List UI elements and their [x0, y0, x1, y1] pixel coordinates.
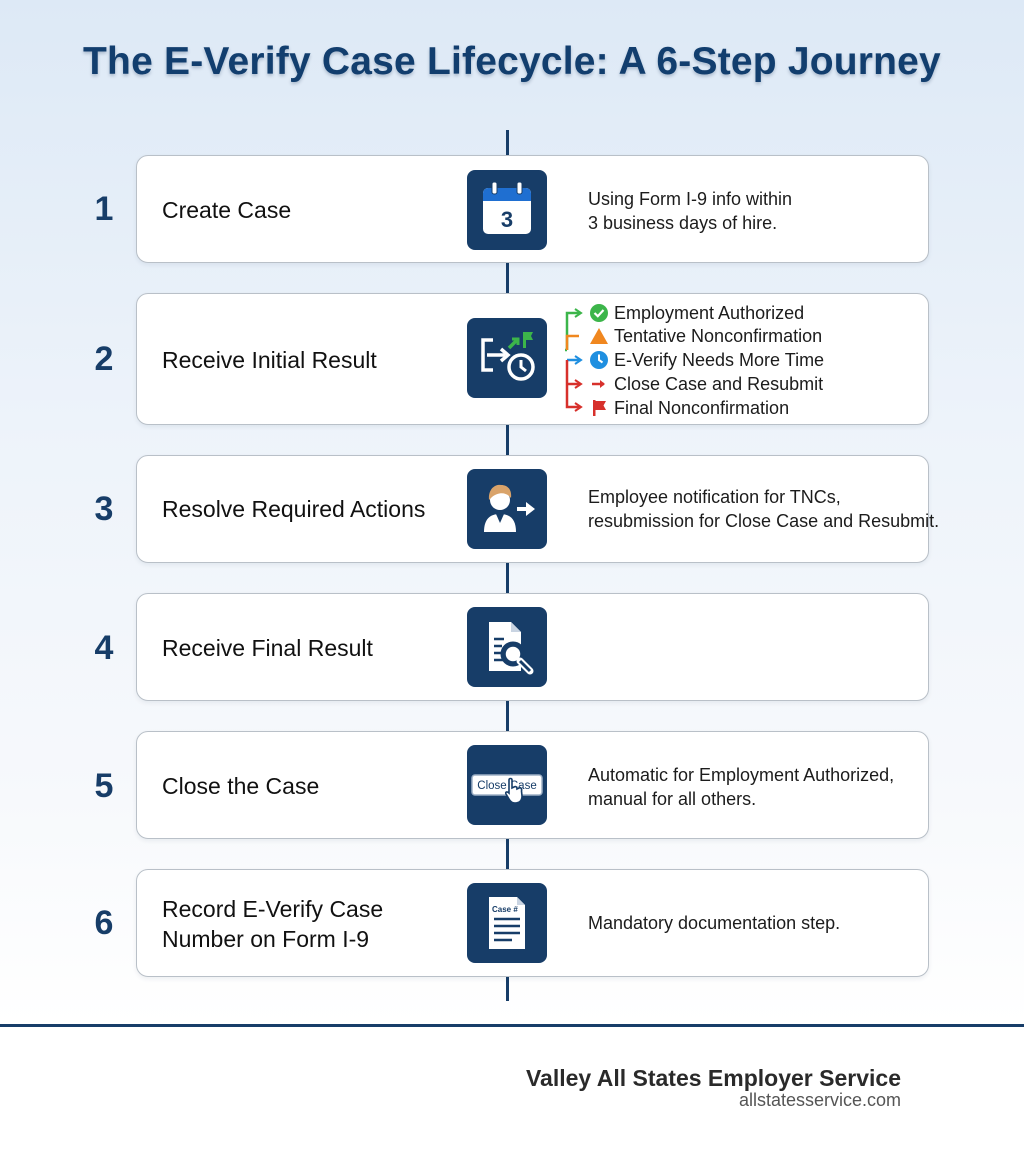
step-desc-5-line-1: Automatic for Employment Authorized,: [588, 765, 895, 785]
footer-divider: [0, 1024, 1024, 1027]
clock-icon: [590, 351, 608, 369]
step-number-5: 5: [94, 767, 114, 805]
step-number-2: 2: [94, 340, 114, 378]
timeline-line: [506, 130, 509, 1001]
step-title-3: Resolve Required Actions: [162, 496, 426, 522]
step-number-3: 3: [94, 490, 114, 528]
step-title-5: Close the Case: [162, 773, 320, 799]
step-desc-3-line-1: Employee notification for TNCs,: [588, 487, 841, 507]
step-title-1: Create Case: [162, 197, 292, 223]
step-desc-1-line-1: Using Form I-9 info within: [588, 189, 793, 209]
step-title-6: Record E-Verify Case Number on Form I-9: [162, 894, 383, 954]
step-desc-5: Automatic for Employment Authorized, man…: [588, 763, 894, 811]
flag-icon: [593, 400, 606, 416]
form-document-icon: Case #: [467, 883, 547, 963]
step-title-4: Receive Final Result: [162, 635, 373, 661]
result-final-nonconfirmation: Final Nonconfirmation: [614, 398, 790, 418]
step-title-2: Receive Initial Result: [162, 347, 377, 373]
case-number-label: Case #: [492, 905, 518, 914]
calendar-icon: 3: [467, 170, 547, 250]
page-title: The E-Verify Case Lifecycle: A 6-Step Jo…: [83, 40, 941, 83]
step-number-6: 6: [94, 904, 114, 942]
step-desc-1: Using Form I-9 info within 3 business da…: [588, 187, 792, 235]
step-desc-5-line-2: manual for all others.: [588, 789, 757, 809]
step-desc-1-line-2: 3 business days of hire.: [588, 213, 778, 233]
calendar-day-label: 3: [501, 207, 513, 232]
result-employment-authorized: Employment Authorized: [614, 303, 805, 323]
document-search-icon: [467, 607, 547, 687]
step-title-6-line-2: Number on Form I-9: [162, 926, 370, 952]
checkmark-icon: [590, 304, 608, 322]
result-close-and-resubmit: Close Case and Resubmit: [614, 374, 824, 394]
step-number-1: 1: [94, 190, 114, 228]
step-number-4: 4: [94, 629, 114, 667]
step-desc-3-line-2: resubmission for Close Case and Resubmit…: [588, 511, 940, 531]
person-notification-icon: [467, 469, 547, 549]
close-case-button-icon: Close Case: [467, 745, 547, 825]
result-connector-lines: [565, 308, 583, 412]
initial-result-options: Employment Authorized Tentative Nonconfi…: [565, 302, 855, 418]
close-case-label: Close Case: [477, 780, 536, 792]
step-desc-3: Employee notification for TNCs, resubmis…: [588, 485, 939, 533]
branching-result-icon: [467, 318, 547, 398]
warning-triangle-icon: [590, 328, 608, 344]
footer-company-name: Valley All States Employer Service: [525, 1065, 901, 1091]
result-needs-more-time: E-Verify Needs More Time: [614, 350, 825, 370]
step-desc-6: Mandatory documentation step.: [588, 913, 841, 933]
footer-url: allstatesservice.com: [738, 1090, 901, 1110]
result-tentative-nonconfirmation: Tentative Nonconfirmation: [614, 326, 823, 346]
step-title-6-line-1: Record E-Verify Case: [162, 896, 384, 922]
arrow-icon: [592, 380, 605, 388]
